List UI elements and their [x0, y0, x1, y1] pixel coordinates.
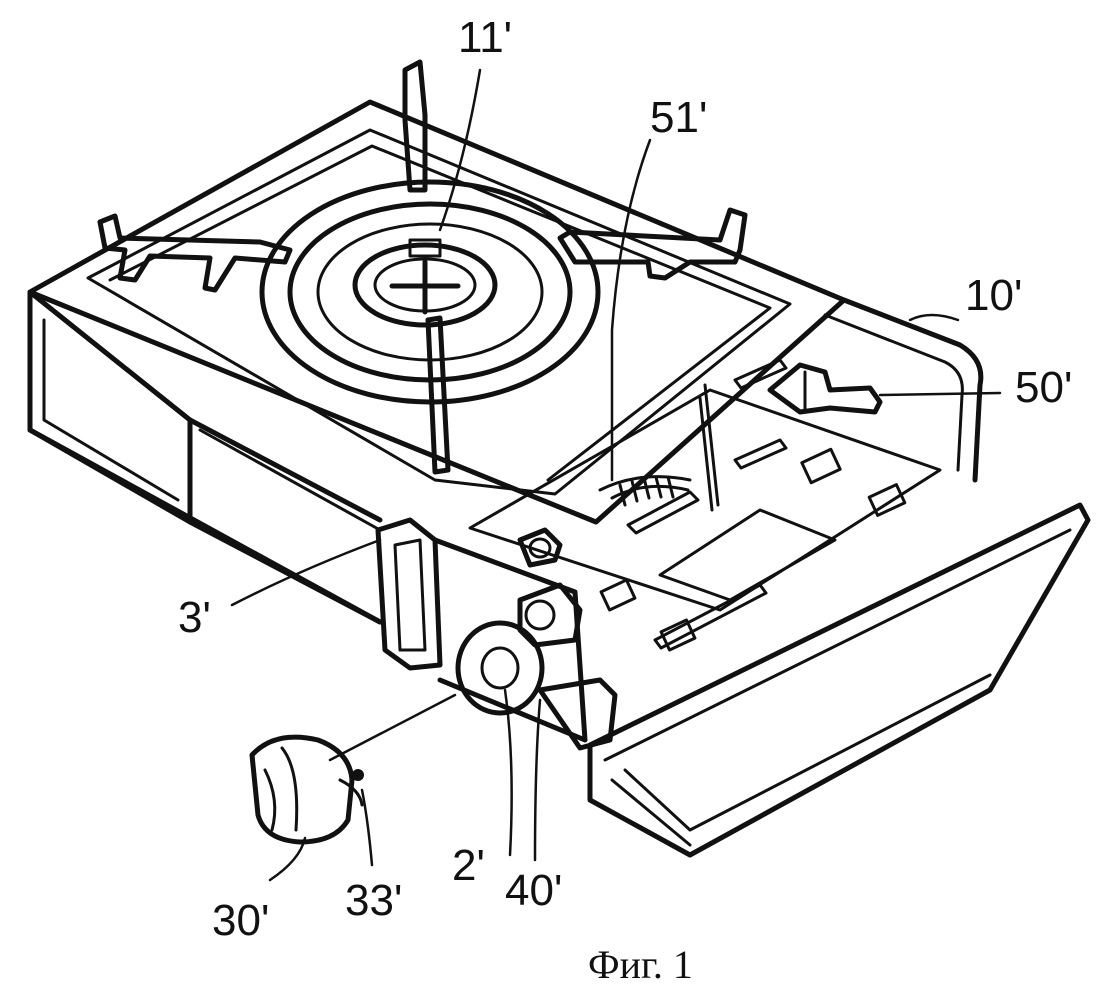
label-33: 33' — [345, 876, 402, 925]
label-10: 10' — [965, 271, 1022, 320]
reference-labels: 11' 51' 10' 50' 3' 30' 33' 2' 40' — [178, 13, 1072, 945]
control-knob — [249, 734, 364, 845]
label-50: 50' — [1015, 363, 1072, 412]
cover-door — [587, 502, 1091, 858]
label-40: 40' — [505, 866, 562, 915]
stove-body — [27, 99, 984, 652]
label-3: 3' — [178, 593, 211, 642]
pot-supports — [97, 59, 748, 475]
valve-assembly — [375, 517, 618, 751]
leader-lines — [230, 68, 1002, 882]
label-30: 30' — [212, 896, 269, 945]
label-2: 2' — [452, 841, 485, 890]
figure-caption: Фиг. 1 — [588, 942, 693, 987]
label-51: 51' — [650, 93, 707, 142]
label-11: 11' — [458, 13, 512, 62]
